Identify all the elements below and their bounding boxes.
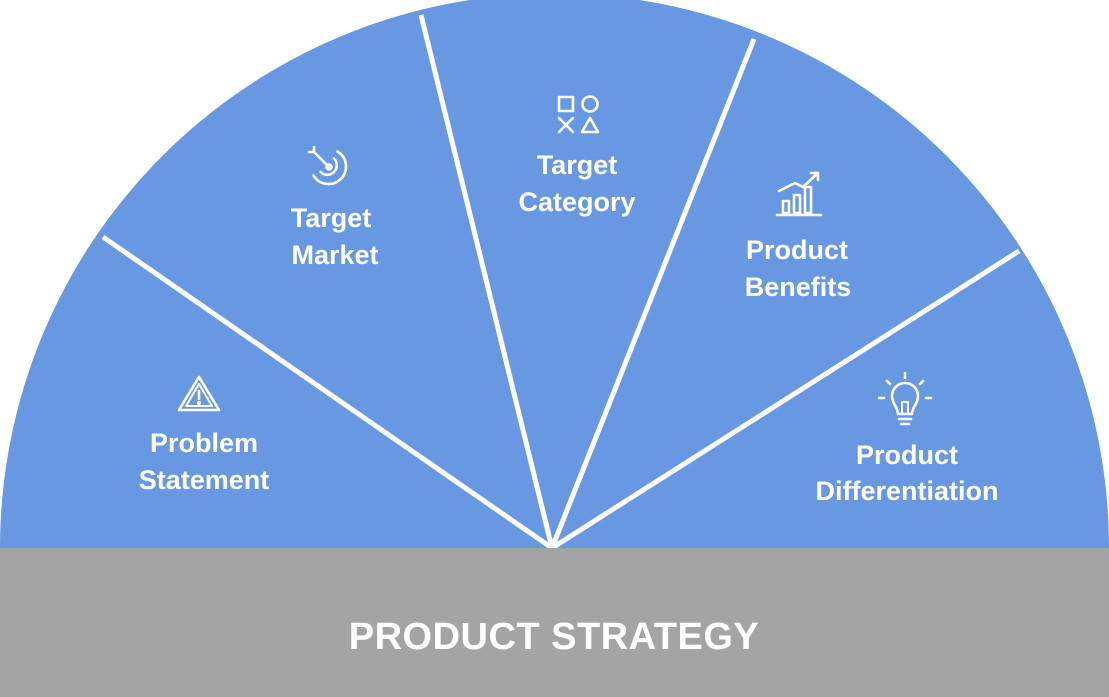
segment-product-differentiation: Product Differentiation <box>815 371 999 506</box>
segment-label-line-2: Market <box>291 240 378 270</box>
segment-dividers <box>101 14 1021 551</box>
warning-icon <box>177 375 221 412</box>
lightbulb-icon <box>877 371 933 426</box>
segment-label-line-2: Category <box>518 187 635 217</box>
segment-label-line-1: Product <box>746 235 848 265</box>
segment-label-line-1: Target <box>291 203 372 233</box>
segment-target-category: Target Category <box>518 95 636 217</box>
target-icon <box>307 145 348 186</box>
segment-label-line-1: Problem <box>150 428 258 458</box>
segment-target-market: Target Market <box>291 145 379 270</box>
segment-label-line-2: Benefits <box>745 272 852 302</box>
base-label: PRODUCT STRATEGY <box>349 616 760 658</box>
segment-problem-statement: Problem Statement <box>139 375 270 495</box>
divider-3 <box>549 38 757 549</box>
divider-1 <box>101 234 554 551</box>
segment-label-line-1: Product <box>856 440 958 470</box>
base-bar <box>0 548 1109 697</box>
segment-label-line-2: Differentiation <box>815 476 998 506</box>
segment-product-benefits: Product Benefits <box>745 171 852 302</box>
shapes-icon <box>557 95 600 134</box>
divider-2 <box>418 14 555 549</box>
fan-background <box>0 0 1109 548</box>
growth-chart-icon <box>775 171 823 217</box>
segment-label-line-2: Statement <box>139 465 270 495</box>
divider-4 <box>550 248 1021 551</box>
segment-label-line-1: Target <box>537 150 618 180</box>
